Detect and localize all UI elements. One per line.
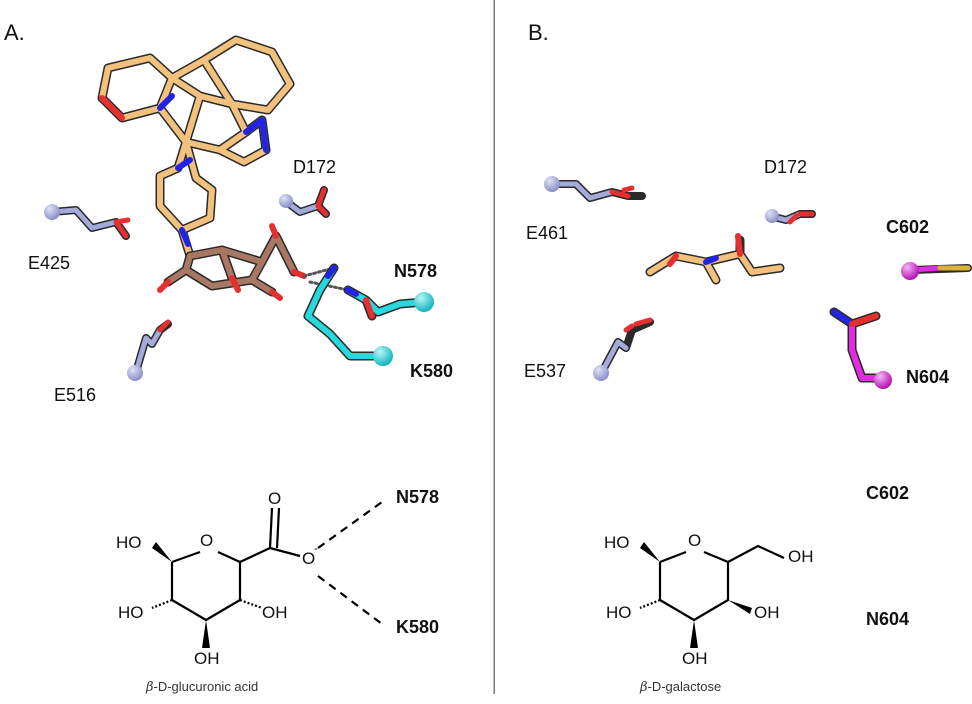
scheme-b-oh-c6: OH — [788, 547, 814, 566]
residue-label-e537: E537 — [524, 361, 567, 381]
panel-a-label: A. — [4, 20, 25, 45]
galactose-3d — [645, 233, 785, 285]
glucuronic-acid-3d — [157, 223, 307, 301]
scheme-a-partner-n578: N578 — [396, 487, 440, 507]
residue-n578-k580-sticks — [303, 263, 434, 366]
residue-label-n578: N578 — [394, 261, 438, 281]
scheme-a-oh-c4: OH — [262, 603, 288, 622]
scheme-a-ho-c1: HO — [116, 533, 142, 552]
scheme-a-oh-c3: OH — [194, 649, 220, 668]
scheme-a-ring-o: O — [200, 531, 214, 550]
scheme-b-oh-c3: OH — [682, 649, 708, 668]
residue-d172-sticks — [279, 186, 330, 218]
residue-label-e516: E516 — [54, 385, 97, 405]
residue-d172-b-sticks — [765, 209, 816, 225]
caption-b-prefix: β — [640, 680, 648, 695]
scheme-b-caption: β-D-galactose — [640, 680, 721, 694]
galactose-scheme — [639, 542, 785, 648]
scheme-b-side-n604: N604 — [866, 609, 910, 629]
caption-a-prefix: β — [146, 680, 154, 695]
residue-label-e425: E425 — [28, 253, 71, 273]
scheme-a-caption: β-D-glucuronic acid — [146, 680, 258, 694]
scheme-a-carboxylate-o: O — [302, 549, 316, 568]
residue-label-c602: C602 — [886, 217, 930, 237]
residue-label-n604: N604 — [906, 367, 950, 387]
scheme-a-partner-k580: K580 — [396, 617, 440, 637]
residue-c602-sticks — [901, 262, 972, 280]
scheme-b-ho-c2: HO — [606, 603, 632, 622]
residue-e516-sticks — [127, 319, 172, 381]
caption-a-text: -D-glucuronic acid — [153, 679, 259, 694]
glucuronic-acid-scheme — [151, 501, 383, 648]
scheme-b-ring-o: O — [688, 531, 702, 550]
scheme-b-oh-c4: OH — [754, 603, 780, 622]
inhibitor-heteroatoms — [99, 93, 269, 247]
residue-e537-sticks — [593, 317, 654, 381]
residue-e461-sticks — [544, 176, 646, 202]
panel-b-structure — [544, 176, 972, 389]
residue-e425-sticks — [44, 204, 131, 240]
scheme-a-ho-c2: HO — [118, 603, 144, 622]
residue-n604-sticks — [829, 307, 892, 389]
residue-label-e461: E461 — [526, 223, 569, 243]
panel-a-structure — [44, 35, 434, 381]
scheme-b-side-c602: C602 — [866, 483, 910, 503]
residue-label-k580: K580 — [410, 361, 454, 381]
scheme-a-carboxyl-o: O — [268, 489, 282, 508]
scheme-b-ho-c1: HO — [604, 533, 630, 552]
panel-b-label: B. — [528, 20, 549, 45]
residue-label-d172: D172 — [293, 157, 337, 177]
panel-divider — [494, 0, 495, 694]
caption-b-text: -D-galactose — [647, 679, 722, 694]
scheme-a-charge: - — [314, 541, 318, 555]
residue-label-d172-b: D172 — [764, 157, 808, 177]
